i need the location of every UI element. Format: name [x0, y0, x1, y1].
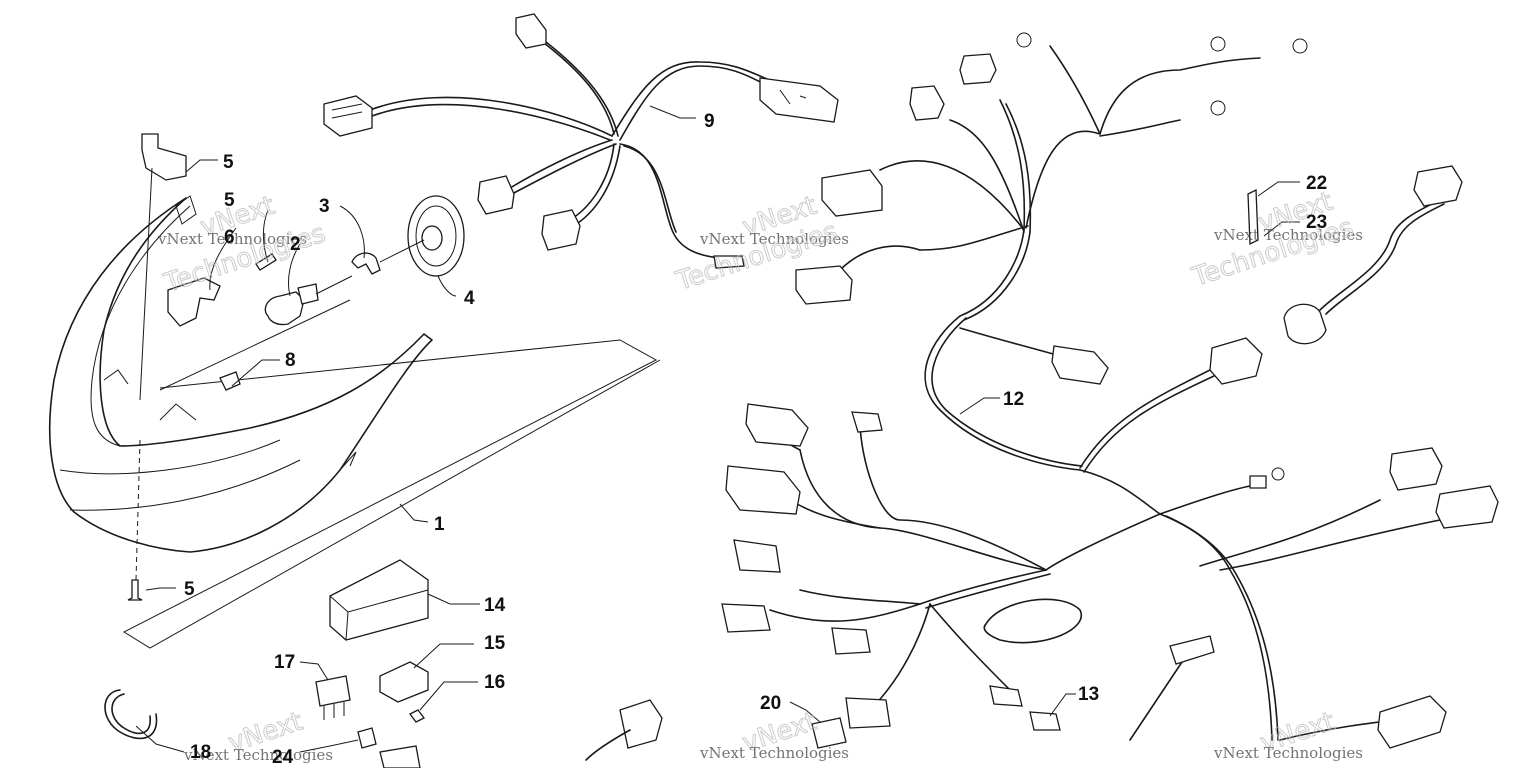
- watermark-company-5: vNext Technologies: [699, 744, 849, 762]
- callout-17: 17: [274, 652, 295, 673]
- callout-5-top: 5: [224, 190, 235, 211]
- leader-lines: [135, 105, 1300, 753]
- watermark-company-3: vNext Technologies: [1213, 226, 1363, 244]
- harness-12: [721, 32, 1499, 749]
- watermark-company-1: vNext Technologies: [157, 230, 307, 248]
- callout-3: 3: [319, 196, 330, 217]
- headlight-assembly: [49, 133, 661, 649]
- callout-15: 15: [484, 633, 506, 654]
- callout-6: 6: [224, 227, 235, 248]
- callout-23: 23: [1306, 212, 1327, 233]
- harness-23: [1247, 165, 1463, 345]
- callout-22: 22: [1306, 173, 1327, 194]
- callout-2: 2: [290, 234, 301, 255]
- callout-8: 8: [285, 350, 296, 371]
- watermark-company-4: vNext Technologies: [183, 746, 333, 764]
- loose-parts: [104, 559, 847, 768]
- callout-5-bottom: 5: [184, 579, 195, 600]
- callout-4: 4: [464, 288, 475, 309]
- callout-16: 16: [484, 672, 505, 693]
- callout-24: 24: [272, 747, 294, 768]
- callout-7: 5: [223, 152, 234, 173]
- callout-20: 20: [760, 693, 781, 714]
- callout-14: 14: [484, 595, 506, 616]
- callout-1: 1: [434, 514, 445, 535]
- callout-9: 9: [704, 111, 715, 132]
- callout-13: 13: [1078, 684, 1099, 705]
- callout-18: 18: [190, 742, 211, 763]
- callout-12: 12: [1003, 389, 1024, 410]
- watermark-company-6: vNext Technologies: [1213, 744, 1363, 762]
- callouts: 5 5 6 2 3 4 8 9 12 1 5 14 15 16 17 18 24…: [184, 111, 1327, 768]
- harness-9: [323, 13, 839, 269]
- watermark-company-2: vNext Technologies: [699, 230, 849, 248]
